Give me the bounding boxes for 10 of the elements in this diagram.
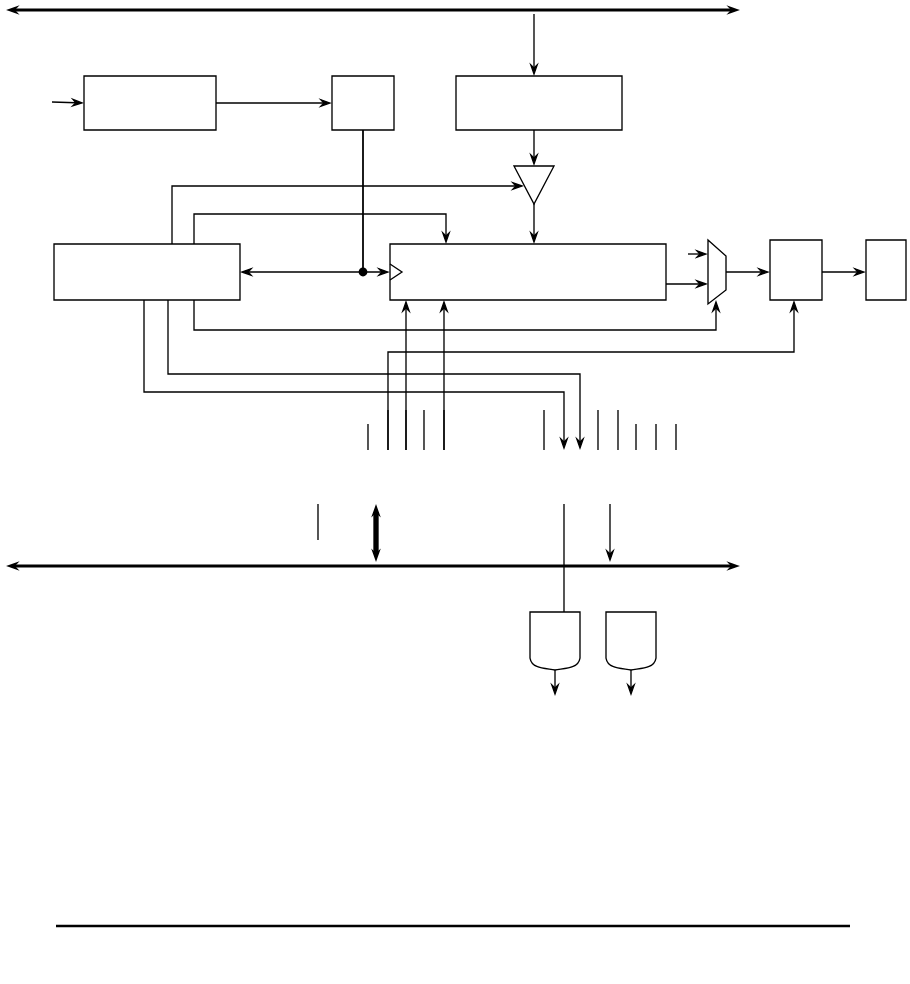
block-box [53, 243, 241, 301]
block-box [331, 75, 395, 131]
block-box [769, 239, 823, 301]
block-box [455, 75, 623, 131]
arrow [193, 213, 451, 245]
block-box [865, 239, 907, 301]
block-box [389, 243, 667, 301]
block-box [83, 75, 217, 131]
logic-gate [529, 611, 581, 671]
logic-gate [605, 611, 657, 671]
